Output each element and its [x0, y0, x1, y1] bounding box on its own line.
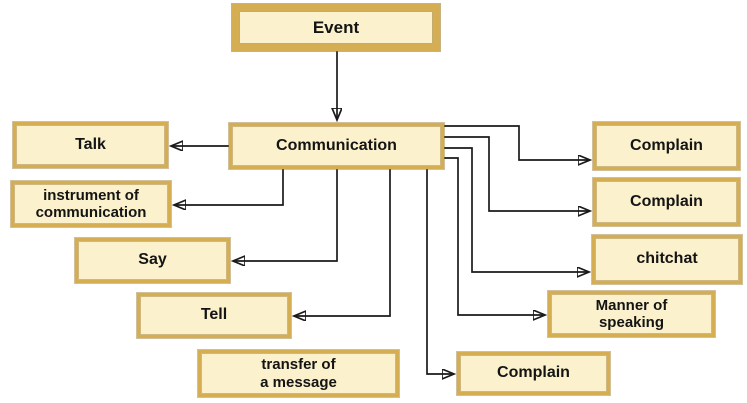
node-say: Say [75, 238, 230, 283]
edge-communication-chitchat-arrow [444, 147, 589, 272]
edge-communication-tell-arrow [294, 169, 391, 316]
node-instrument-of-communication: instrument of communication [11, 181, 171, 227]
node-chitchat: chitchat [592, 235, 742, 284]
edge-communication-complain-bottom-arrow [426, 169, 454, 374]
node-tell: Tell [137, 293, 291, 338]
node-complain-top: Complain [593, 122, 740, 170]
node-communication: Communication [229, 123, 444, 169]
edge-communication-say-arrow [233, 169, 338, 261]
edge-communication-complain-middle-arrow [444, 136, 590, 211]
edge-communication-instrument-arrow [174, 169, 284, 205]
node-transfer-of-a-message: transfer of a message [198, 350, 399, 397]
edge-communication-complain-top-arrow [444, 125, 590, 160]
node-event: Event [232, 4, 440, 51]
node-complain-middle: Complain [593, 178, 740, 226]
node-complain-bottom: Complain [457, 352, 610, 395]
node-talk: Talk [13, 122, 168, 168]
node-manner-of-speaking: Manner of speaking [548, 291, 715, 337]
edge-communication-manner-arrow [444, 157, 545, 315]
